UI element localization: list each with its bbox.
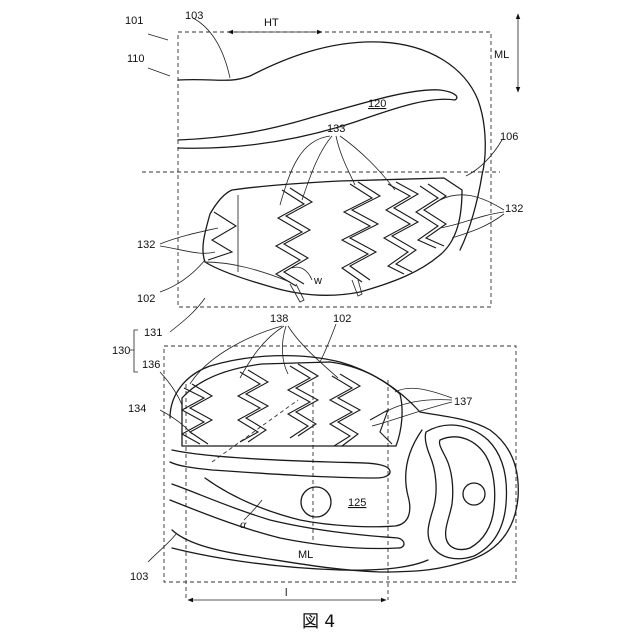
bottom-view — [130, 324, 518, 600]
label-137: 137 — [454, 396, 472, 408]
label-101: 101 — [125, 15, 143, 27]
lead-137-b — [372, 402, 452, 426]
brace-130 — [130, 330, 138, 372]
bottom-zigzag-2 — [238, 372, 260, 442]
lead-101 — [148, 34, 168, 40]
lead-132-left-b — [160, 246, 215, 253]
label-132-left: 132 — [137, 239, 155, 251]
label-120: 120 — [368, 98, 386, 110]
lead-133-b — [302, 136, 332, 200]
lead-102-left — [160, 260, 205, 292]
lead-138-a — [240, 326, 284, 378]
label-130: 130 — [112, 345, 130, 357]
bottom-heel-hole — [463, 483, 485, 505]
figure-caption: 図 4 — [302, 612, 335, 632]
label-103-top: 103 — [185, 10, 203, 22]
bottom-midfoot-hole — [301, 487, 331, 517]
bottom-zigzag-5 — [370, 410, 392, 444]
label-l: l — [285, 587, 287, 599]
lead-132-right-a — [440, 195, 504, 210]
label-125: 125 — [348, 497, 366, 509]
top-dashed-frame — [178, 32, 491, 307]
lead-102-bottom — [320, 324, 336, 362]
label-131: 131 — [144, 327, 162, 339]
bottom-diagonal-dashed — [212, 400, 298, 462]
top-zigzag-3b — [350, 182, 380, 280]
label-102-left: 102 — [137, 293, 155, 305]
label-HT: HT — [264, 17, 279, 29]
bottom-heel-inner — [439, 437, 494, 550]
label-110: 110 — [127, 53, 145, 65]
bottom-outer-outline — [170, 356, 518, 572]
label-132-right: 132 — [505, 203, 523, 215]
label-w: w — [313, 275, 322, 287]
lead-138-c — [288, 326, 338, 378]
lead-133-d — [340, 136, 395, 190]
label-106: 106 — [500, 131, 518, 143]
label-138: 138 — [270, 313, 288, 325]
lead-138-d — [190, 326, 282, 384]
label-102-bottom: 102 — [333, 313, 351, 325]
top-wing-inner-line — [205, 262, 290, 282]
bottom-sole-upper-edge — [170, 450, 390, 478]
label-136: 136 — [142, 359, 160, 371]
label-133: 133 — [327, 123, 345, 135]
bottom-zigzag-3 — [288, 366, 310, 438]
lead-106 — [466, 140, 502, 176]
top-zigzag-5b — [424, 184, 446, 246]
top-view — [142, 14, 518, 332]
bottom-zigzag-1 — [182, 388, 204, 444]
label-alpha: α — [240, 517, 247, 531]
label-ML-bottom: ML — [298, 549, 313, 561]
bottom-zigzag-4 — [330, 376, 352, 446]
label-103-bottom: 103 — [130, 571, 148, 583]
lead-138-b — [282, 326, 288, 374]
top-zigzag-3 — [342, 184, 372, 282]
lead-133-a — [280, 136, 330, 205]
lead-110 — [148, 68, 170, 76]
lead-132-left-a — [160, 228, 218, 244]
lead-134 — [160, 410, 192, 434]
bottom-side-curve — [205, 430, 422, 527]
label-ML-right: ML — [494, 49, 509, 61]
top-zigzag-2b — [284, 188, 312, 284]
lead-133-c — [336, 136, 355, 185]
lead-131 — [170, 298, 205, 332]
labels: 101 103 110 120 133 106 132 132 102 w 13… — [112, 10, 523, 632]
label-134: 134 — [128, 403, 146, 415]
lead-103-top — [193, 18, 230, 78]
